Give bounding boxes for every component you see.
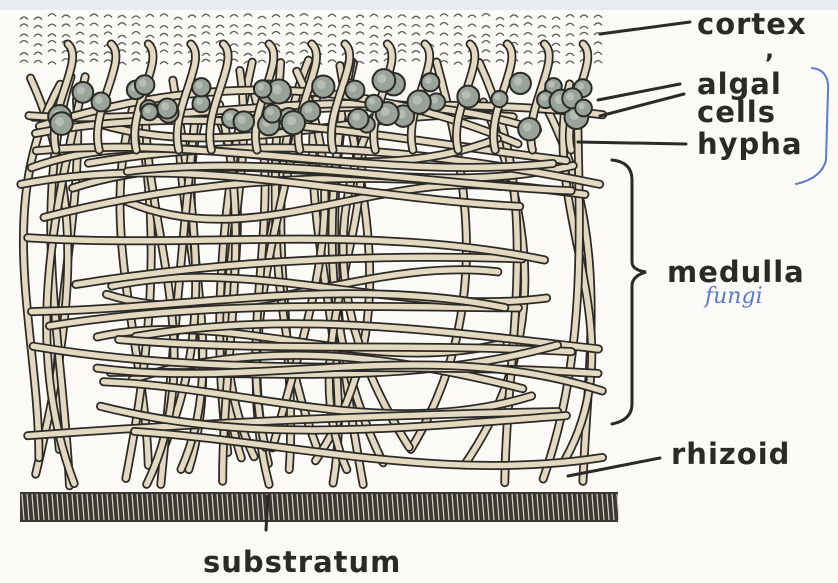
algal-cell-highlight (566, 92, 574, 100)
algal-cell-highlight (55, 117, 64, 126)
cortex-texture-stroke (20, 32, 602, 38)
algal-cell-highlight (287, 116, 296, 125)
algal-cell-highlight (431, 97, 438, 104)
handwritten-note: fungi (705, 284, 763, 309)
label-medulla: medulla (667, 258, 805, 287)
algal-cell-highlight (272, 85, 282, 95)
algal-cell-highlight (304, 105, 312, 113)
algal-cell-highlight (523, 123, 532, 132)
cortex-texture-stroke (20, 23, 602, 29)
algal-cell-highlight (196, 82, 203, 89)
algal-cell-highlight (349, 84, 357, 92)
algal-cell-highlight (462, 90, 471, 99)
algal-cell-highlight (196, 98, 203, 105)
algal-cell-highlight (161, 102, 169, 110)
algal-cell-highlight (412, 95, 421, 104)
algal-cell-highlight (77, 86, 85, 94)
hypha-leader-line (578, 142, 686, 144)
label-comma-mark: , (765, 38, 775, 62)
algal-cell-highlight (267, 108, 274, 115)
algal-cell-highlight (368, 98, 375, 105)
algal-cell-highlight (257, 84, 264, 91)
algal-cell-highlight (494, 94, 500, 100)
label-hypha: hypha (697, 130, 803, 159)
cortex-leader-line (600, 22, 690, 34)
algal-cell-highlight (425, 77, 432, 84)
algal-cell-highlight (352, 113, 360, 121)
label-cortex: cortex (697, 10, 807, 39)
algal-cell-highlight (95, 96, 103, 104)
medulla-bracket (612, 160, 646, 424)
handwritten-annotations (796, 68, 828, 184)
label-substratum: substratum (203, 548, 401, 577)
algal-cell-highlight (540, 94, 547, 101)
algal-cell-highlight (238, 115, 246, 123)
cortex-texture-stroke (20, 14, 602, 20)
algal-cell-highlight (377, 74, 386, 83)
algal-cell-highlight (139, 79, 147, 87)
label-algal-cells-line-2: cells (697, 98, 776, 127)
algal-cell-highlight (577, 83, 584, 90)
algal-cell-highlight (381, 107, 390, 116)
substratum-leader-line (266, 496, 268, 530)
algal-cell-highlight (514, 77, 523, 86)
algal-cell-highlight (317, 80, 326, 89)
algal-cell-highlight (548, 81, 555, 88)
algal-cell-highlight (144, 107, 151, 114)
handwritten-bracket (796, 68, 828, 184)
algal-cell-highlight (578, 103, 585, 110)
substratum-block (20, 492, 619, 522)
label-rhizoid: rhizoid (671, 440, 790, 469)
algal-cell-highlight (226, 113, 234, 121)
